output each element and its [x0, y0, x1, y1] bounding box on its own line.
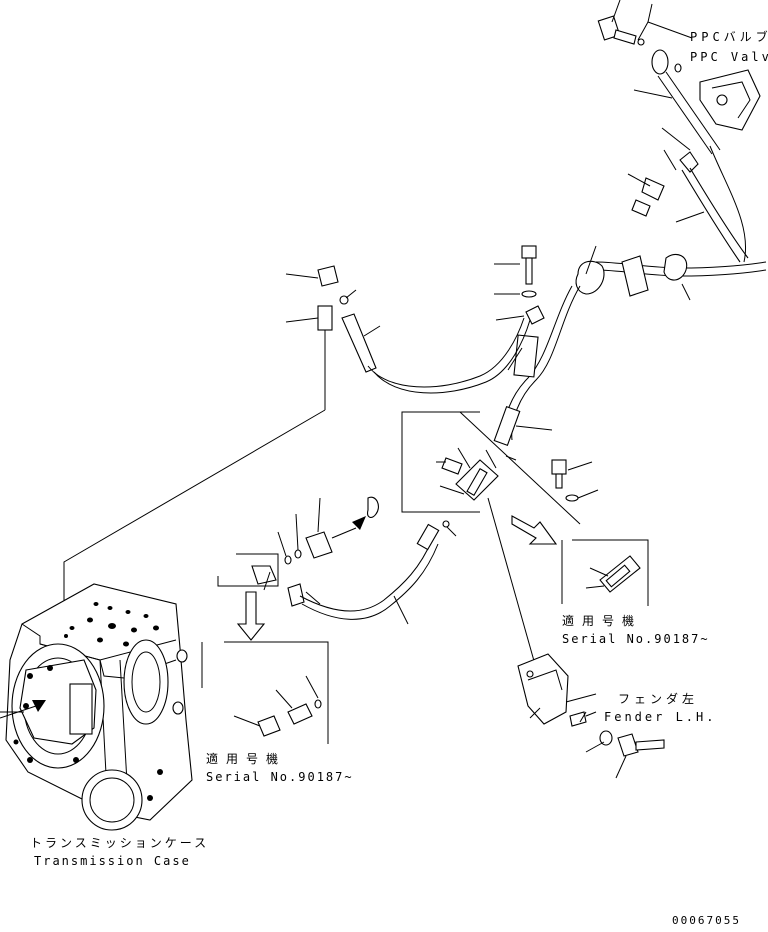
ppc-valve-assembly [597, 0, 761, 263]
transmission-case [0, 583, 193, 831]
hose-and-clamps [493, 245, 767, 447]
transmission-label-jp: トランスミッションケース [30, 836, 210, 850]
serial-label-right-en: Serial No.90187~ [562, 632, 710, 646]
fender-label-en: Fender L.H. [604, 710, 717, 724]
bolt-stack [494, 245, 545, 378]
serial-label-lower-en: Serial No.90187~ [206, 770, 354, 784]
fender-label-jp: フェンダ左 [618, 692, 699, 706]
serial-label-right-jp: 適用号機 [562, 614, 643, 628]
case-bolt-holes [13, 602, 163, 801]
bracket-detail [401, 411, 599, 525]
fitting-hose-loop [285, 265, 531, 410]
fender-bracket [487, 497, 665, 779]
serial-detail-right [511, 515, 649, 606]
ppc-valve-label-jp: PPCバルブ [690, 30, 768, 44]
serial-label-lower-jp: 適用号機 [206, 752, 287, 766]
fender-label-leader [579, 711, 587, 723]
fitting-group-left [217, 496, 457, 625]
serial-detail-lower [201, 591, 329, 744]
transmission-label-en: Transmission Case [34, 854, 191, 868]
drawing-number: 00067055 [672, 914, 741, 927]
ppc-valve-label-en: PPC Valve [690, 50, 768, 64]
